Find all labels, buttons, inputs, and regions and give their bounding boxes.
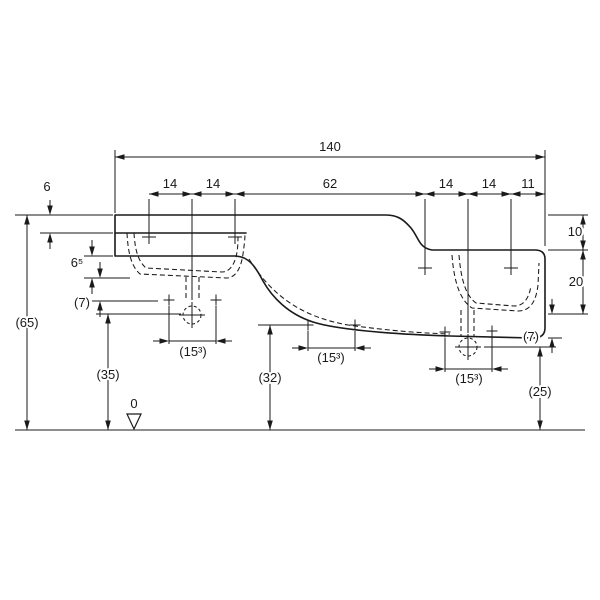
- dim-total-height: (65): [15, 315, 38, 330]
- dim-drain-right-height: (25): [528, 384, 551, 399]
- basin-outline: [114, 214, 546, 339]
- dim-center-span: 62: [323, 176, 337, 191]
- dim-rim-height: 6: [43, 179, 50, 194]
- dim-fix-span-right: (15³): [455, 371, 482, 386]
- dimension-labels: 140 6 14 14 62 14 14 11 10 20 (7) (65) 6…: [13, 137, 585, 413]
- dim-fix-mid-height: (32): [258, 370, 281, 385]
- dim-right-end: 11: [521, 176, 535, 191]
- basin-hidden-edges: [126, 232, 540, 357]
- dim-tap-left-b: 14: [206, 176, 220, 191]
- dim-datum-zero: 0: [130, 396, 137, 411]
- fixing-hole-cross: [163, 294, 498, 338]
- datum-symbol: [126, 413, 142, 431]
- dim-tap-right-b: 14: [482, 176, 496, 191]
- datum-triangle-icon: [126, 413, 142, 431]
- hole-cross-marks: [142, 230, 518, 360]
- dim-right-step: 10: [568, 224, 582, 239]
- tap-hole-cross: [142, 230, 518, 275]
- dim-tap-left-a: 14: [163, 176, 177, 191]
- dim-wall-right: (7): [523, 329, 539, 344]
- dim-wall-left: (7): [74, 295, 90, 310]
- dim-fix-span-left: (15³): [179, 344, 206, 359]
- dimension-lines: [15, 150, 588, 430]
- dim-total-width: 140: [319, 139, 341, 154]
- dim-apron-left: 6⁵: [71, 255, 84, 270]
- drain-center-cross: [179, 302, 481, 360]
- dim-fix-span-mid: (15³): [317, 350, 344, 365]
- dim-tap-right-a: 14: [439, 176, 453, 191]
- dim-bowl-depth-right: 20: [569, 274, 583, 289]
- dim-drain-left-height: (35): [96, 367, 119, 382]
